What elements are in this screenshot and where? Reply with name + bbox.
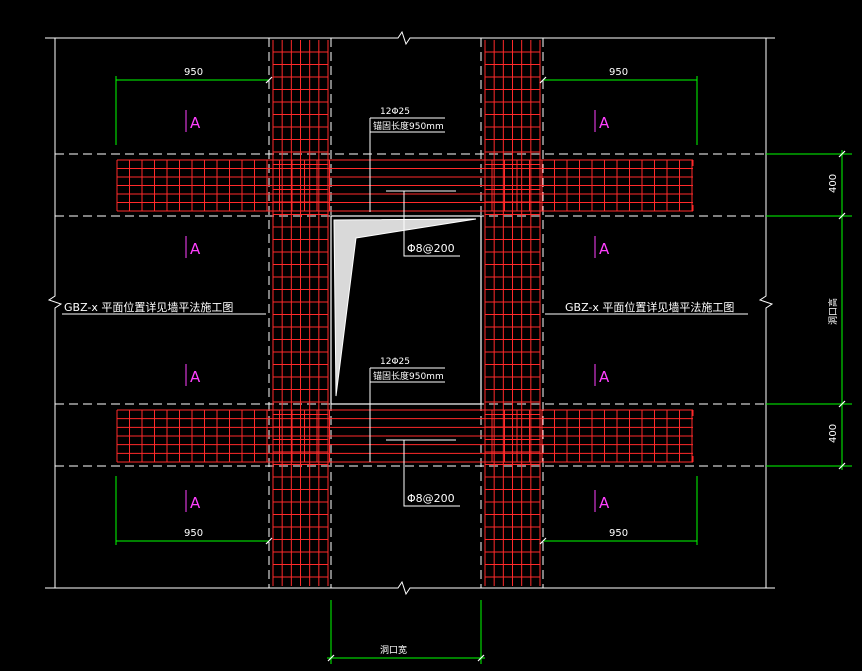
lower-stirrup-note: Φ8@200	[407, 492, 455, 505]
right-break-line	[758, 38, 774, 588]
section-mark-mid-lower-left: A	[190, 368, 201, 386]
opening-shadow	[333, 218, 477, 397]
rebar-mesh	[116, 40, 694, 586]
upper-anchor-length: 锚固长度950mm	[373, 120, 444, 132]
dim-opening-height: 洞口高	[827, 298, 839, 325]
lower-rebar-count: 12Φ25	[380, 357, 410, 367]
dim-right-upper: 400	[828, 174, 839, 193]
dimension-ticks	[265, 76, 846, 662]
upper-stirrup-note: Φ8@200	[407, 242, 455, 255]
section-mark-bottom-right: A	[599, 494, 610, 512]
section-mark-bottom-left: A	[190, 494, 201, 512]
dim-right-lower: 400	[828, 424, 839, 443]
upper-rebar-count: 12Φ25	[380, 107, 410, 117]
dim-top-right: 950	[609, 67, 628, 78]
dim-opening-width: 洞口宽	[380, 644, 407, 656]
section-marks	[185, 110, 596, 512]
dim-bottom-right: 950	[609, 528, 628, 539]
section-mark-top-right: A	[599, 114, 610, 132]
lower-anchor-length: 锚固长度950mm	[373, 370, 444, 382]
outer-frame	[45, 30, 775, 596]
left-side-note: GBZ-x 平面位置详见墙平法施工图	[64, 300, 233, 314]
opening-outline	[330, 215, 482, 405]
dim-top-left: 950	[184, 67, 203, 78]
top-break-line	[45, 30, 775, 46]
bottom-break-line	[45, 580, 775, 596]
section-mark-top-left: A	[190, 114, 201, 132]
right-side-note: GBZ-x 平面位置详见墙平法施工图	[565, 300, 734, 314]
dim-bottom-left: 950	[184, 528, 203, 539]
dimension-lines	[115, 76, 852, 664]
section-mark-mid-upper-right: A	[599, 240, 610, 258]
left-break-line	[47, 38, 63, 588]
section-mark-mid-upper-left: A	[190, 240, 201, 258]
section-mark-mid-lower-right: A	[599, 368, 610, 386]
rebar-notes	[369, 117, 460, 507]
wall-opening	[330, 215, 482, 405]
